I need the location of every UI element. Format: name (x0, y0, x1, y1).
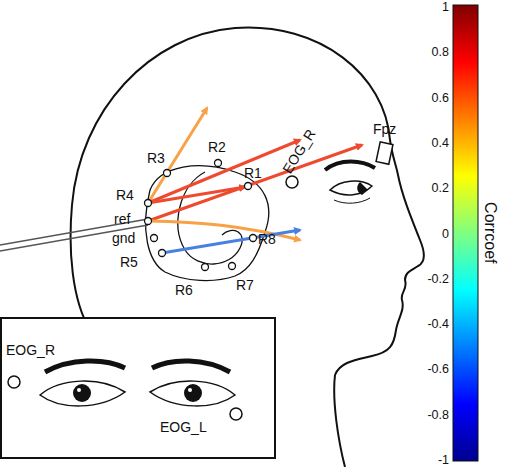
electrode-label: R1 (244, 166, 262, 181)
tick-label: 1 (442, 1, 449, 15)
tick-label: 0.4 (432, 137, 449, 151)
tick-label: -0.6 (427, 363, 449, 377)
electrode-label: R5 (120, 255, 138, 270)
tick-label: 0.2 (432, 182, 449, 196)
electrode-label: R3 (147, 151, 165, 166)
electrode-label: R2 (208, 140, 226, 155)
electrode-label: R7 (236, 278, 254, 293)
tick-label: 0.6 (432, 92, 449, 106)
electrode-label: EOG_R (6, 343, 55, 358)
axis-title: Corrcoef (482, 202, 500, 263)
electrode-label: R4 (116, 188, 134, 203)
electrode-label: R8 (258, 232, 276, 247)
electrode-label: Fpz (373, 122, 396, 137)
electrode-label: EOG_L (160, 420, 207, 435)
electrode-label: EOG_R (280, 127, 319, 177)
tick-label: -0.4 (427, 318, 449, 332)
electrode-label: ref (114, 212, 130, 227)
tick-label: 0.8 (432, 46, 449, 60)
tick-label: -0.8 (427, 409, 449, 423)
tick-label: -0.2 (427, 273, 449, 287)
electrode-label: gnd (112, 231, 135, 246)
tick-label: -1 (438, 454, 449, 467)
electrode-label: R6 (175, 283, 193, 298)
tick-label: 0 (442, 228, 449, 242)
